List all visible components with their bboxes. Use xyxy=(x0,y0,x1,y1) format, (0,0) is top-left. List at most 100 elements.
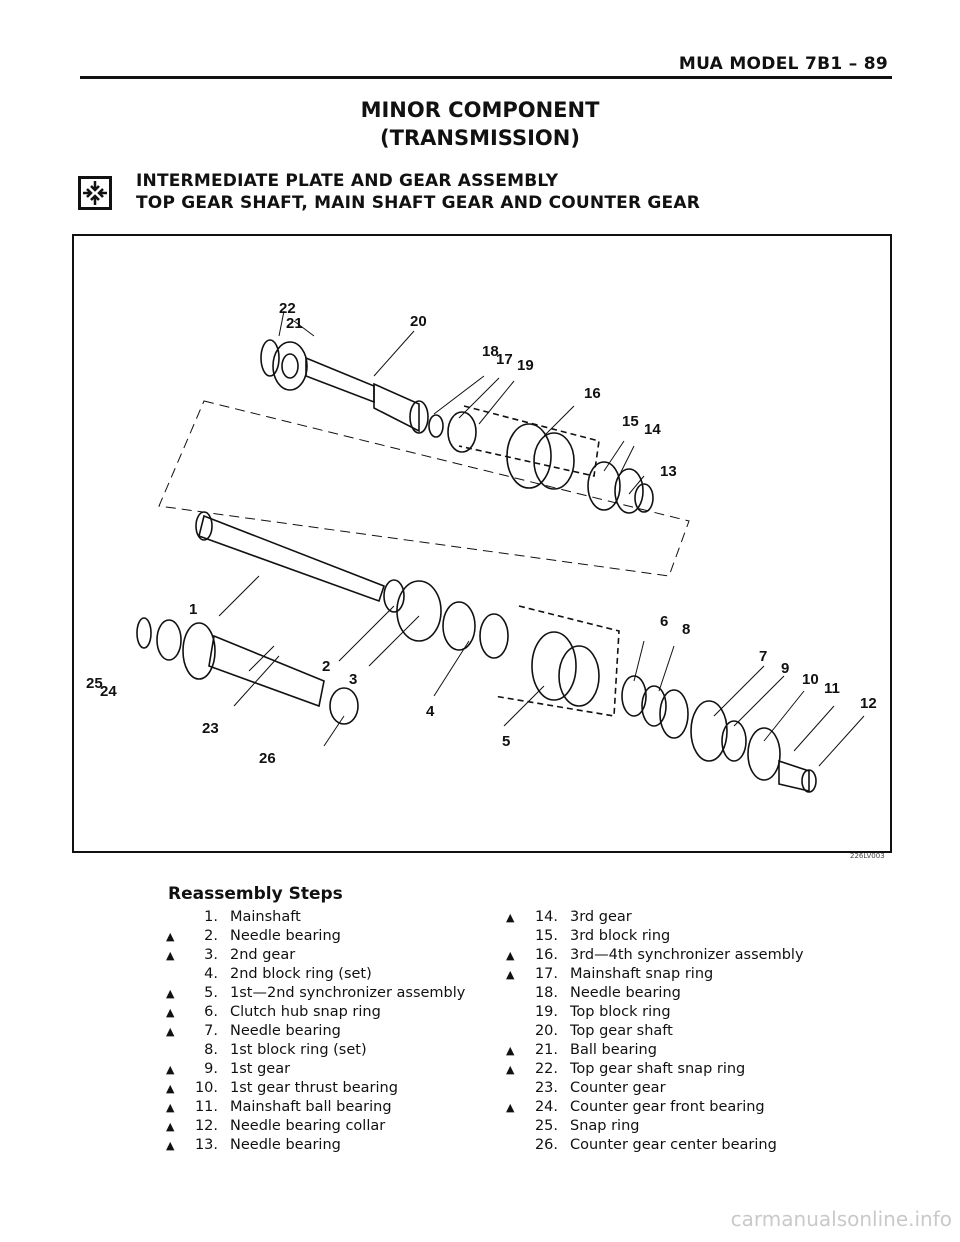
exploded-view-drawing: 1 2 3 4 5 6 7 8 9 10 11 12 13 14 15 16 1… xyxy=(86,300,877,793)
section-heading-line-1: INTERMEDIATE PLATE AND GEAR ASSEMBLY xyxy=(136,171,559,191)
step-item: ▲21.Ball bearing xyxy=(506,1041,804,1060)
callout-26: 26 xyxy=(259,750,276,767)
callout-22: 22 xyxy=(279,300,296,317)
part-synchronizer-5 xyxy=(531,631,577,701)
caution-triangle-icon: ▲ xyxy=(166,1082,175,1095)
callout-9: 9 xyxy=(781,660,789,677)
step-number: 3. xyxy=(204,947,218,963)
caution-triangle-icon xyxy=(506,927,522,946)
caution-triangle-icon: ▲ xyxy=(506,968,515,981)
step-item: ▲17.Mainshaft snap ring xyxy=(506,965,804,984)
callout-8: 8 xyxy=(682,621,690,638)
caution-triangle-icon: ▲ xyxy=(166,1025,175,1038)
step-item: 1.Mainshaft xyxy=(166,908,465,927)
callout-14: 14 xyxy=(644,421,661,438)
caution-triangle-icon: ▲ xyxy=(166,1101,175,1114)
step-item: 23.Counter gear xyxy=(506,1079,804,1098)
step-number: 4. xyxy=(204,966,218,982)
page-title: MINOR COMPONENT (TRANSMISSION) xyxy=(0,96,960,152)
step-item: ▲10.1st gear thrust bearing xyxy=(166,1079,465,1098)
callout-18: 18 xyxy=(482,343,499,360)
caution-triangle-icon xyxy=(506,1003,522,1022)
step-item: ▲24.Counter gear front bearing xyxy=(506,1098,804,1117)
step-text: 1st block ring (set) xyxy=(230,1042,367,1058)
step-text: 1st gear thrust bearing xyxy=(230,1080,398,1096)
step-number: 11. xyxy=(194,1099,218,1115)
step-item: ▲2.Needle bearing xyxy=(166,927,465,946)
caution-triangle-icon: ▲ xyxy=(506,911,515,924)
section-heading-line-2: TOP GEAR SHAFT, MAIN SHAFT GEAR AND COUN… xyxy=(136,193,700,213)
part-snap-ring-22 xyxy=(260,339,280,377)
part-ball-bearing-21 xyxy=(272,341,308,391)
step-number: 16. xyxy=(534,947,558,963)
step-number: 20. xyxy=(534,1023,558,1039)
step-item: ▲5.1st—2nd synchronizer assembly xyxy=(166,984,465,1003)
step-item: ▲22.Top gear shaft snap ring xyxy=(506,1060,804,1079)
step-text: 2nd gear xyxy=(230,947,296,963)
caution-triangle-icon xyxy=(506,1079,522,1098)
step-number: 8. xyxy=(204,1042,218,1058)
callout-6: 6 xyxy=(660,613,668,630)
caution-triangle-icon: ▲ xyxy=(166,949,175,962)
part-ball-bearing-11 xyxy=(747,727,781,781)
part-top-gear-shaft-20 xyxy=(305,356,375,404)
step-number: 5. xyxy=(204,985,218,1001)
part-needle-bearing-13 xyxy=(634,483,654,513)
step-item: 18.Needle bearing xyxy=(506,984,804,1003)
callout-2: 2 xyxy=(322,658,330,675)
part-needle-bearing-7 xyxy=(641,685,667,727)
caution-triangle-icon xyxy=(166,965,182,984)
step-text: 3rd block ring xyxy=(570,928,671,944)
step-item: 19. Top block ring xyxy=(506,1003,804,1022)
caution-triangle-icon xyxy=(506,1136,522,1155)
disassembly-arrows-icon xyxy=(78,176,112,210)
figure-code: 226LV003 xyxy=(850,852,885,860)
page-reference: MUA MODEL 7B1 – 89 xyxy=(678,54,888,74)
caution-triangle-icon: ▲ xyxy=(166,987,175,1000)
part-block-ring-8 xyxy=(659,689,689,739)
watermark: carmanualsonline.info xyxy=(730,1207,952,1231)
step-number: 15. xyxy=(534,928,558,944)
caution-triangle-icon xyxy=(166,1041,182,1060)
caution-triangle-icon: ▲ xyxy=(166,1006,175,1019)
step-text: 2nd block ring (set) xyxy=(230,966,372,982)
step-item: 4. 2nd block ring (set) xyxy=(166,965,465,984)
step-text: Top block ring xyxy=(570,1004,671,1020)
step-number: 21. xyxy=(534,1042,558,1058)
callout-10: 10 xyxy=(802,671,819,688)
step-item: ▲13.Needle bearing xyxy=(166,1136,465,1155)
step-number: 2. xyxy=(204,928,218,944)
steps-list-left: 1.Mainshaft ▲ 2. Needle bearing ▲ 3. 2nd gear 4… xyxy=(166,908,465,1155)
callout-19: 19 xyxy=(517,357,534,374)
step-text: Counter gear front bearing xyxy=(570,1099,765,1115)
step-item: 20.Top gear shaft xyxy=(506,1022,804,1041)
step-number: 22. xyxy=(534,1061,558,1077)
caution-triangle-icon: ▲ xyxy=(506,949,515,962)
part-2nd-gear-3 xyxy=(396,580,442,642)
step-text: 3rd—4th synchronizer assembly xyxy=(570,947,804,963)
callout-3: 3 xyxy=(349,671,357,688)
callout-24: 24 xyxy=(100,683,117,700)
step-text: Needle bearing xyxy=(230,1023,341,1039)
part-center-bearing-26 xyxy=(329,687,359,725)
caution-triangle-icon: ▲ xyxy=(166,930,175,943)
step-item: ▲9.1st gear xyxy=(166,1060,465,1079)
step-text: Top gear shaft snap ring xyxy=(570,1061,746,1077)
part-1st-gear-9 xyxy=(690,700,728,762)
part-counter-gear-23 xyxy=(182,622,216,680)
callout-12: 12 xyxy=(860,695,877,712)
step-item: 25.Snap ring xyxy=(506,1117,804,1136)
step-number: 19. xyxy=(534,1004,558,1020)
exploded-view-figure: 1 2 3 4 5 6 7 8 9 10 11 12 13 14 15 16 1… xyxy=(72,234,892,853)
caution-triangle-icon: ▲ xyxy=(166,1139,175,1152)
step-text: Mainshaft snap ring xyxy=(570,966,714,982)
part-block-ring-4 xyxy=(442,601,476,651)
part-block-ring-15 xyxy=(587,461,621,511)
step-text: Clutch hub snap ring xyxy=(230,1004,381,1020)
callout-16: 16 xyxy=(584,385,601,402)
callout-25: 25 xyxy=(86,675,103,692)
step-text: Needle bearing xyxy=(570,985,681,1001)
header-rule xyxy=(80,76,892,79)
caution-triangle-icon xyxy=(506,1117,522,1136)
